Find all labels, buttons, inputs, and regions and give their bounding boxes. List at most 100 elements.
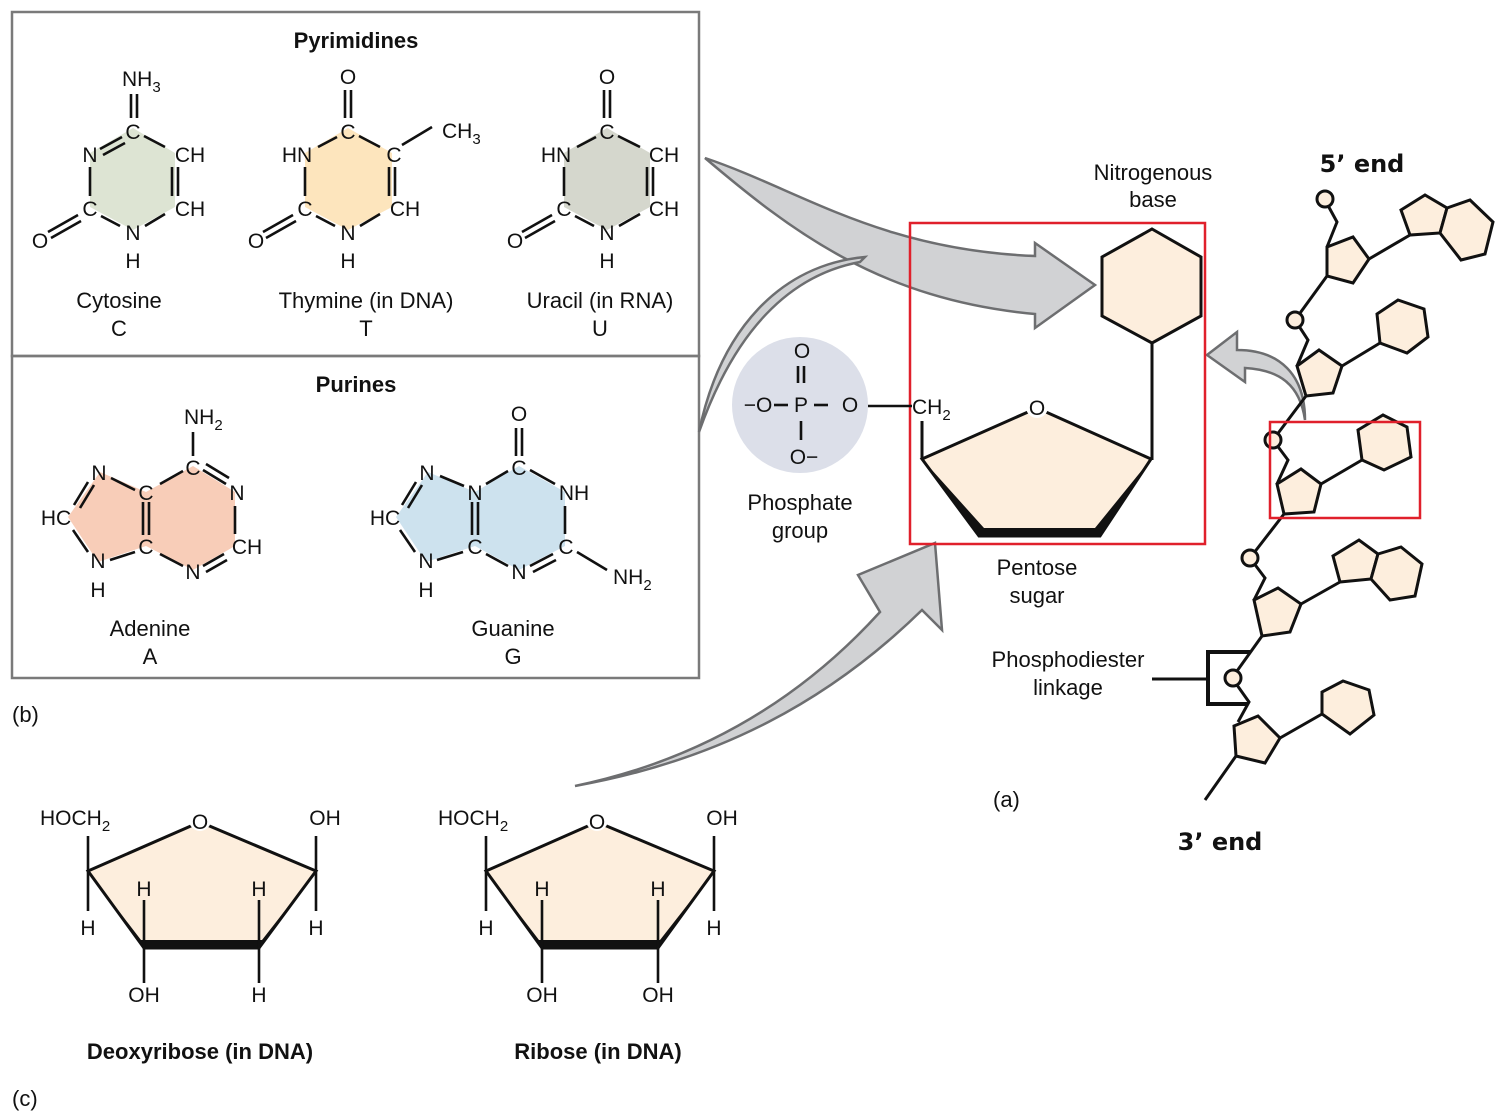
atom: H — [534, 878, 549, 901]
uracil-label: Uracil (in RNA) — [527, 288, 674, 313]
atom: C — [386, 144, 401, 167]
purines-title: Purines — [316, 372, 397, 397]
dna-strand: 5’ end 3’ end — [1152, 150, 1495, 856]
atom: CH — [175, 198, 205, 221]
uracil-letter: U — [592, 316, 608, 341]
atom: NH — [559, 482, 589, 505]
atom: O — [248, 230, 264, 253]
nucleotide-highlight-box — [908, 221, 1207, 546]
guanine-ring-fill-6 — [475, 466, 565, 570]
atom: H — [478, 917, 493, 940]
atom: O — [192, 811, 208, 834]
adenine-label: Adenine — [110, 616, 191, 641]
atom: O — [511, 403, 527, 426]
atom: O — [507, 230, 523, 253]
atom: CH — [649, 198, 679, 221]
atom: H — [125, 250, 140, 273]
cytosine-ring-fill — [90, 128, 175, 230]
deoxyribose-label: Deoxyribose (in DNA) — [87, 1039, 313, 1064]
phosphodiester-label-2: linkage — [1033, 675, 1103, 700]
atom: OH — [309, 807, 341, 830]
pentose-sugar-pentagon — [919, 406, 1154, 538]
five-prime-end-label: 5’ end — [1320, 150, 1405, 178]
nitrogenous-base-label-1: Nitrogenous — [1094, 160, 1213, 185]
atom: H — [650, 878, 665, 901]
atom: O — [340, 66, 356, 89]
guanine-label: Guanine — [471, 616, 554, 641]
cytosine-structure: NH3 C N CH C CH N H O Cytosine C — [32, 68, 205, 341]
cytosine-label: Cytosine — [76, 288, 162, 313]
atom: C — [467, 536, 482, 559]
adenine-structure: NH2 C N C N HC C CH N N H Adenine A — [41, 406, 262, 669]
phosphodiester-label-1: Phosphodiester — [992, 647, 1145, 672]
purines-panel — [10, 354, 701, 680]
atom: HC — [41, 507, 71, 530]
arrow-purines-to-base — [697, 255, 869, 433]
adenine-ring-fill-6 — [146, 466, 235, 570]
phosphate-label-2: group — [772, 518, 828, 543]
atom: N — [467, 482, 482, 505]
atom: HN — [282, 144, 312, 167]
atom: OH — [526, 984, 558, 1007]
panel-b-label: (b) — [12, 702, 39, 727]
atom: O — [589, 811, 605, 834]
atom: H — [418, 579, 433, 602]
ribose-label: Ribose (in DNA) — [514, 1039, 681, 1064]
atom: CH — [390, 198, 420, 221]
atom: CH — [649, 144, 679, 167]
thymine-letter: T — [359, 316, 372, 341]
nucleotide-small-highlight-box — [1268, 420, 1422, 520]
amino-group: NH2 — [184, 406, 223, 434]
atom: P — [794, 394, 808, 417]
atom: H — [136, 878, 151, 901]
pentose-label-2: sugar — [1009, 583, 1064, 608]
uracil-structure: O C HN CH C CH N H O Uracil (in RNA) U — [507, 66, 679, 341]
adenine-ring-fill — [68, 472, 146, 562]
atom: H — [251, 878, 266, 901]
atom: NH3 — [122, 68, 161, 96]
atom: N — [511, 561, 526, 584]
atom: OH — [706, 807, 738, 830]
thymine-ring-fill — [305, 128, 392, 230]
atom: N — [599, 222, 614, 245]
uracil-ring-fill — [564, 128, 650, 230]
guanine-letter: G — [504, 644, 521, 669]
atom: CH — [175, 144, 205, 167]
atom: O — [32, 230, 48, 253]
atom: O — [599, 66, 615, 89]
atom: N — [185, 561, 200, 584]
ribose-structure: O HOCH2 OH H H H H OH OH Ribose (in DNA) — [438, 807, 738, 1064]
atom: C — [558, 536, 573, 559]
adenine-letter: A — [143, 644, 158, 669]
methyl-group: CH3 — [442, 120, 481, 148]
hoch2-group: HOCH2 — [438, 807, 508, 835]
three-prime-end-label: 3’ end — [1178, 828, 1263, 856]
panel-a-label: (a) — [993, 787, 1020, 812]
thymine-label: Thymine (in DNA) — [279, 288, 454, 313]
atom: OH — [642, 984, 674, 1007]
atom: H — [251, 984, 266, 1007]
atom: O− — [790, 446, 819, 469]
atom: O — [842, 394, 858, 417]
atom: H — [599, 250, 614, 273]
ch2-group: CH2 — [912, 396, 951, 424]
guanine-structure: O C N N NH HC C C N N NH2 H Guanine G — [370, 403, 652, 669]
atom: H — [340, 250, 355, 273]
atom: OH — [128, 984, 160, 1007]
atom: C — [138, 536, 153, 559]
atom: C — [340, 121, 355, 144]
phosphate-label-1: Phosphate — [747, 490, 852, 515]
arrow-chain-to-box — [1204, 329, 1307, 421]
atom: N — [91, 462, 106, 485]
atom: N — [125, 222, 140, 245]
atom: H — [90, 579, 105, 602]
atom: O — [794, 340, 810, 363]
atom: H — [308, 917, 323, 940]
atom: C — [556, 198, 571, 221]
deoxyribose-structure: O HOCH2 OH H H H H OH H Deoxyribose (in … — [40, 807, 341, 1064]
atom: C — [138, 482, 153, 505]
atom: C — [297, 198, 312, 221]
hoch2-group: HOCH2 — [40, 807, 110, 835]
atom: HN — [541, 144, 571, 167]
atom: C — [185, 457, 200, 480]
